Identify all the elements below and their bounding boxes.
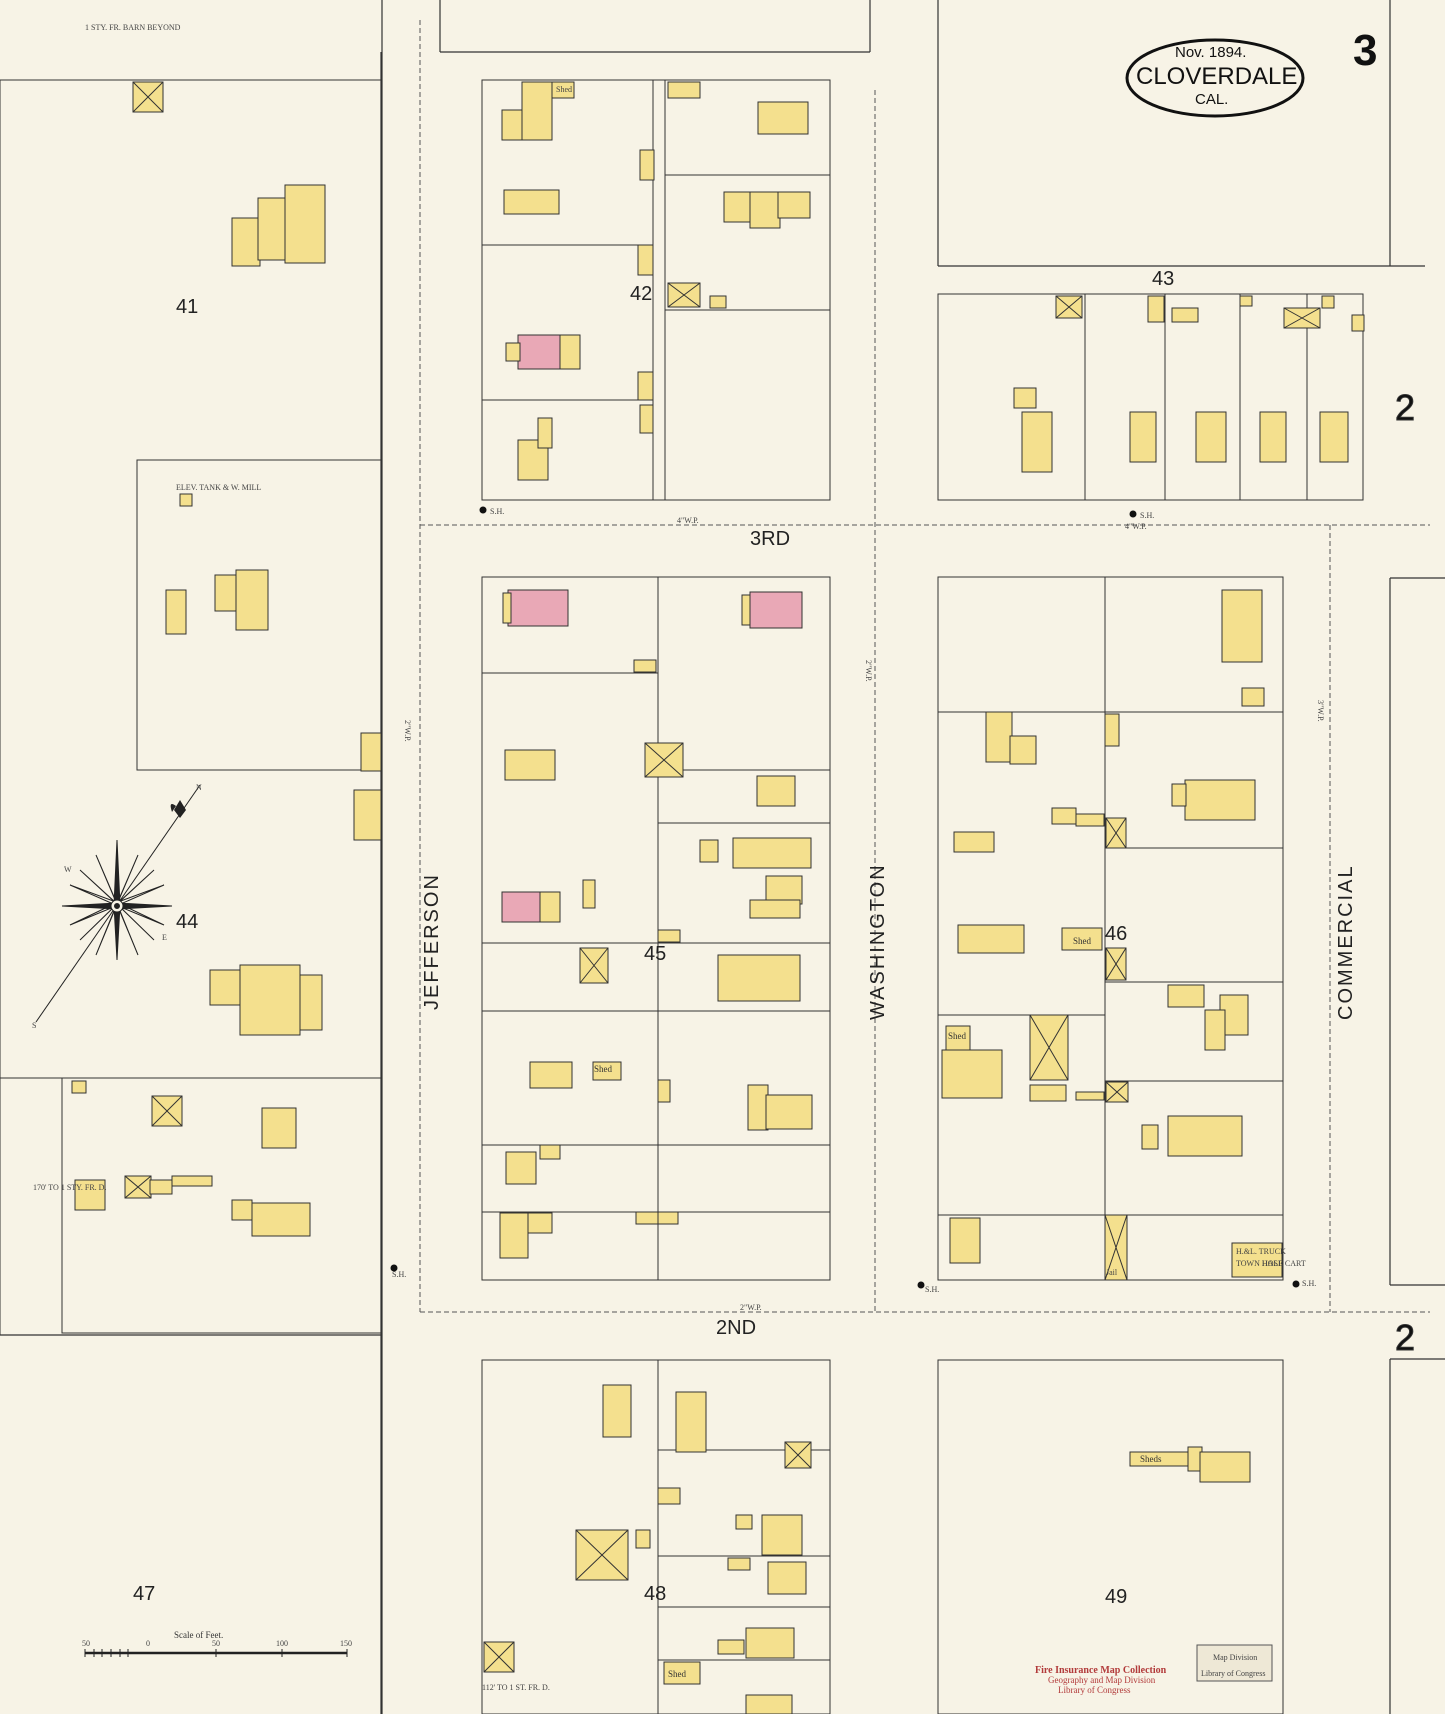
scale-tick: 150: [340, 1639, 352, 1648]
block-number: 47: [133, 1583, 155, 1605]
water-pipe-label: 3"W.P.: [1316, 700, 1325, 722]
stamp-line1: Fire Insurance Map Collection: [1035, 1665, 1167, 1676]
map-town: CLOVERDALE: [1136, 63, 1297, 90]
scale-tick: 100: [276, 1639, 288, 1648]
street-second: 2ND: [716, 1317, 756, 1339]
block-number: 46: [1105, 923, 1127, 945]
water-pipe-label: 2"W.P.: [740, 1303, 762, 1312]
note-barn: 1 STY. FR. BARN BEYOND: [85, 23, 181, 32]
street-third: 3RD: [750, 528, 790, 550]
block-46: [937, 576, 1284, 1281]
compass-rose: N S W E: [32, 783, 202, 1030]
note-sh: S.H.: [1140, 511, 1154, 520]
scale-tick: 50: [212, 1639, 220, 1648]
note-shed: Shed: [556, 85, 572, 94]
block-number: 42: [630, 283, 652, 305]
adjacent-sheet-east: 2: [1395, 387, 1415, 428]
note-barn-distance: 170' TO 1 STY. FR. D.: [33, 1183, 106, 1192]
note-tank: ELEV. TANK & W. MILL: [176, 483, 261, 492]
map-state: CAL.: [1195, 91, 1228, 108]
street-commercial: COMMERCIAL: [1335, 864, 1357, 1020]
block-number: 49: [1105, 1586, 1127, 1608]
compass-w: W: [64, 865, 72, 874]
note-shed: Shed: [668, 1669, 687, 1679]
note-hose-truck: H.&L. TRUCK: [1236, 1247, 1286, 1256]
map-notes: 1 STY. FR. BARN BEYOND ELEV. TANK & W. M…: [33, 23, 1316, 1692]
note-sh: S.H.: [490, 507, 504, 516]
sheet-number: 3: [1353, 26, 1377, 75]
library-stamp: Fire Insurance Map Collection Geography …: [1035, 1644, 1273, 1695]
block-number: 41: [176, 296, 198, 318]
note-shed: Shed: [1073, 936, 1092, 946]
note-town-hall: TOWN HALL: [1236, 1259, 1283, 1268]
scale-tick: 0: [146, 1639, 150, 1648]
note-hose-cart: HOSE CART: [1262, 1259, 1306, 1268]
scale-bar: Scale of Feet. 50 0 50 100 150: [82, 1630, 352, 1657]
note-sh: S.H.: [925, 1285, 939, 1294]
note-shed: Shed: [594, 1064, 613, 1074]
map-date: Nov. 1894.: [1175, 44, 1246, 61]
title-cartouche: Nov. 1894. CLOVERDALE CAL. 3: [1125, 26, 1377, 118]
note-jail: Jail: [1106, 1268, 1118, 1277]
water-pipe-label: 4"W.P.: [677, 516, 699, 525]
compass-s: S: [32, 1021, 36, 1030]
water-pipe-label: 2"W.P.: [864, 660, 873, 682]
block-number: 43: [1152, 268, 1174, 290]
scale-tick: 50: [82, 1639, 90, 1648]
compass-star-icon: [61, 839, 173, 961]
adjacent-sheet-south-east: 2: [1395, 1317, 1415, 1358]
block-43: [937, 293, 1364, 501]
water-pipe-label: 4"W.P.: [1125, 522, 1147, 531]
street-names: JEFFERSON WASHINGTON COMMERCIAL 3RD 2ND: [421, 528, 1357, 1339]
stamp-line2: Geography and Map Division: [1048, 1675, 1156, 1685]
stamp-box-line1: Map Division: [1213, 1653, 1257, 1662]
compass-e: E: [162, 933, 167, 942]
water-pipes: 4"W.P. 4"W.P. 2"W.P. 2"W.P. 2"W.P. 3"W.P…: [403, 20, 1430, 1313]
note-sh: S.H.: [392, 1270, 406, 1279]
block-49: [937, 1359, 1284, 1714]
street-jefferson: JEFFERSON: [421, 873, 443, 1010]
buildings: [71, 81, 1365, 1714]
stamp-box-line2: Library of Congress: [1201, 1669, 1265, 1678]
scale-label: Scale of Feet.: [174, 1630, 223, 1640]
fleur-de-lis-icon: [170, 800, 186, 818]
block-number: 45: [644, 943, 666, 965]
stamp-line3: Library of Congress: [1058, 1685, 1131, 1695]
note-shed: Shed: [948, 1031, 967, 1041]
compass-n: N: [196, 783, 202, 792]
block-number: 44: [176, 911, 198, 933]
block-numbers: 41 42 43 44 45 46 47 48 49: [133, 268, 1174, 1608]
note-bottom-distance: 112' TO 1 ST. FR. D.: [482, 1683, 550, 1692]
water-pipe-label: 2"W.P.: [403, 720, 412, 742]
note-sh: S.H.: [1302, 1279, 1316, 1288]
street-washington: WASHINGTON: [867, 863, 889, 1020]
block-42: [481, 79, 831, 501]
block-number: 48: [644, 1583, 666, 1605]
block-41-44: [0, 79, 382, 1336]
note-sheds: Sheds: [1140, 1454, 1162, 1464]
